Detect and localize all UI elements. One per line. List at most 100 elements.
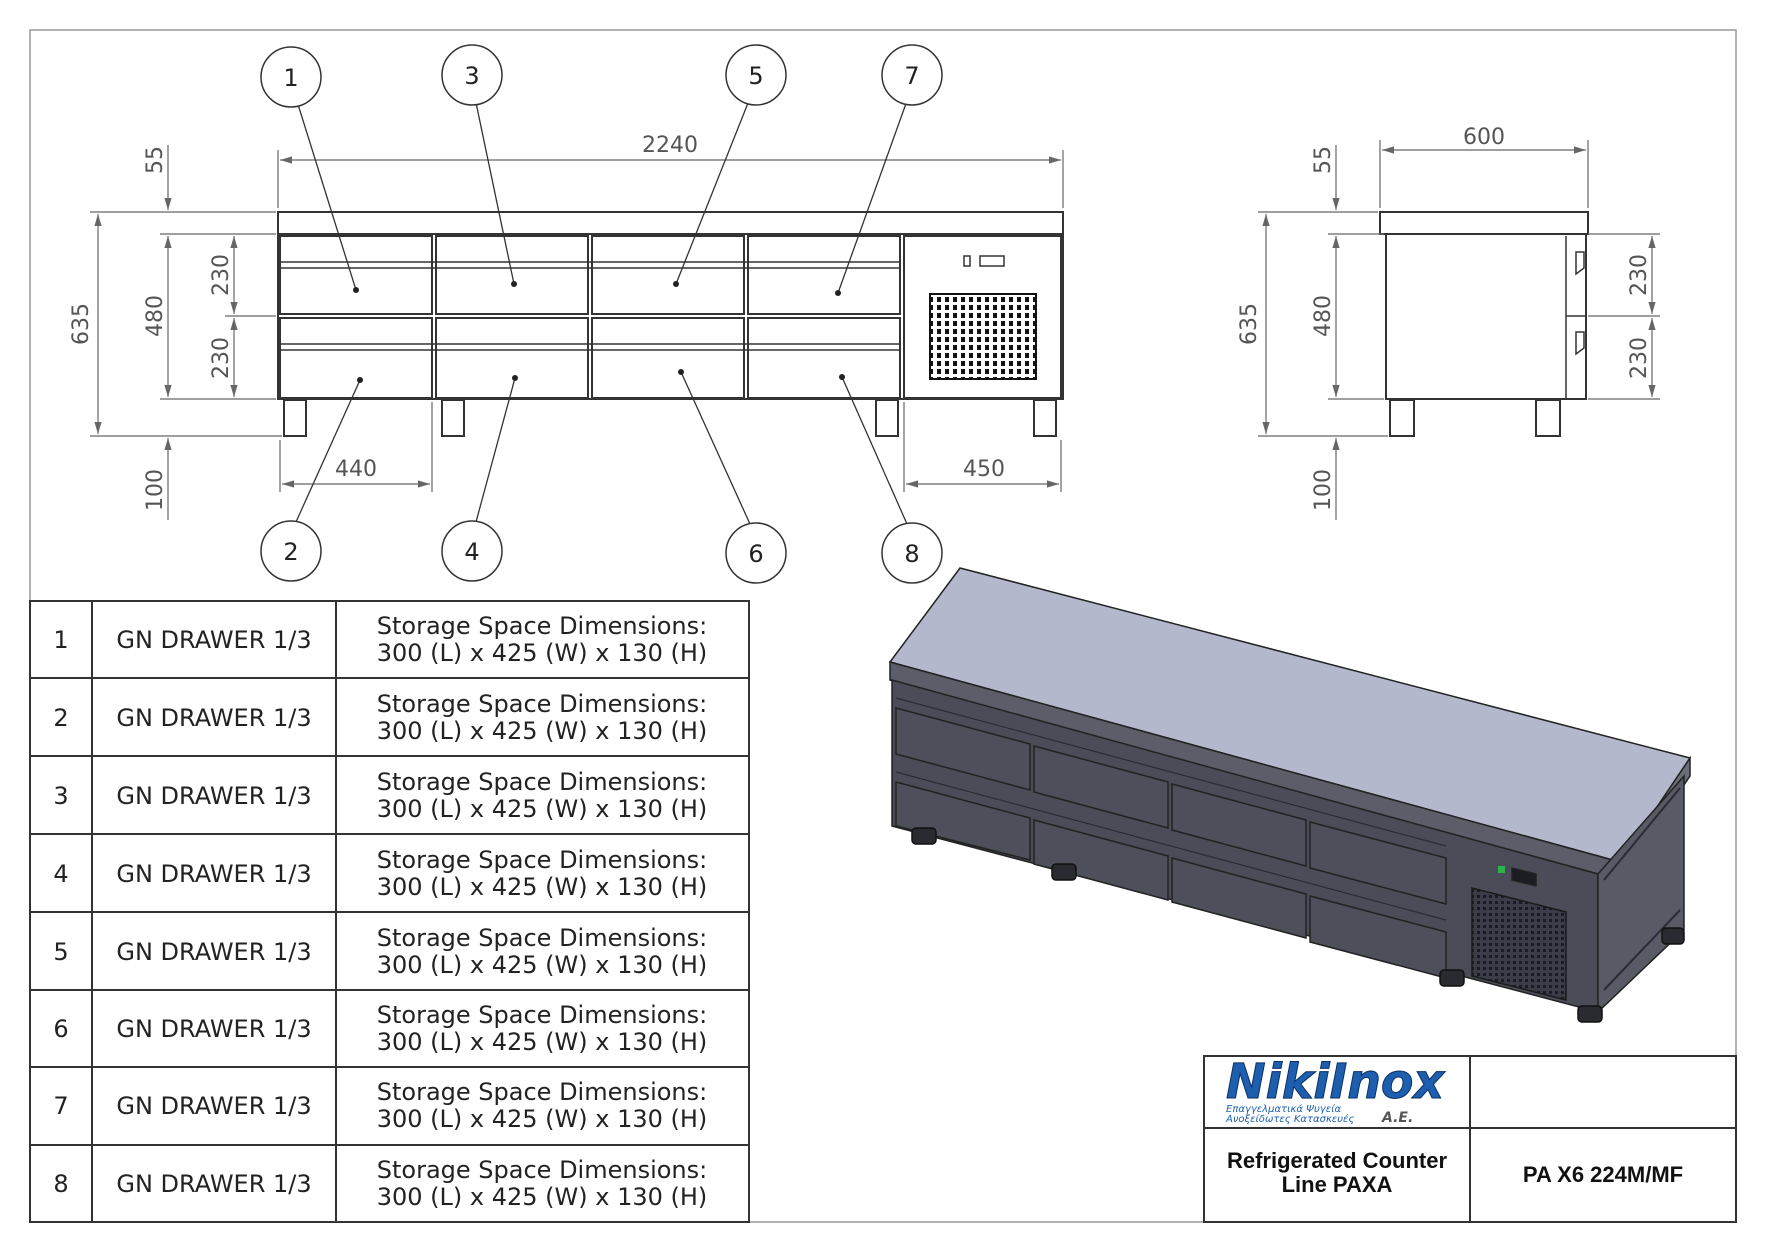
iso-drawers <box>895 707 1447 979</box>
drawer-3 <box>435 235 589 315</box>
dim-side-body-height: 480 <box>1311 295 1336 337</box>
table-row: 3 GN DRAWER 1/3 Storage Space Dimensions… <box>53 768 707 823</box>
table-row: 2 GN DRAWER 1/3 Storage Space Dimensions… <box>53 690 707 745</box>
front-dimension-labels: 2240 635 480 55 100 230 230 440 450 <box>69 133 1005 511</box>
dim-total-height: 635 <box>69 303 94 345</box>
part-desc-line2: 300 (L) x 425 (W) x 130 (H) <box>377 639 708 667</box>
part-desc-line1: Storage Space Dimensions: <box>377 846 707 874</box>
part-desc-line2: 300 (L) x 425 (W) x 130 (H) <box>377 795 708 823</box>
front-leg <box>283 399 307 437</box>
front-leg <box>875 399 899 437</box>
svg-text:8: 8 <box>904 540 919 568</box>
dim-side-leg-height: 100 <box>1311 469 1336 511</box>
product-title-line2: Line PAXA <box>1282 1172 1393 1197</box>
part-desc-line2: 300 (L) x 425 (W) x 130 (H) <box>377 951 708 979</box>
part-desc-line1: Storage Space Dimensions: <box>377 1078 707 1106</box>
balloon-1: 1 <box>260 46 322 108</box>
dim-overall-length: 2240 <box>642 133 698 158</box>
dim-drawer-lower: 230 <box>209 337 234 379</box>
part-name: GN DRAWER 1/3 <box>116 938 311 966</box>
drawer-5 <box>591 235 745 315</box>
balloon-3: 3 <box>441 44 503 106</box>
table-row: 6 GN DRAWER 1/3 Storage Space Dimensions… <box>53 1001 707 1056</box>
drawer-2 <box>279 317 433 399</box>
dim-side-total-height: 635 <box>1237 303 1262 345</box>
svg-text:4: 4 <box>464 538 479 566</box>
part-desc-line1: Storage Space Dimensions: <box>377 1156 707 1184</box>
row-number: 1 <box>53 626 68 654</box>
row-number: 3 <box>53 782 68 810</box>
svg-text:7: 7 <box>904 62 919 90</box>
balloon-6: 6 <box>725 522 787 584</box>
dim-side-drawer-lower: 230 <box>1627 337 1652 379</box>
part-desc-line1: Storage Space Dimensions: <box>377 1001 707 1029</box>
drawer-7 <box>747 235 901 315</box>
dim-top-thickness: 55 <box>143 146 168 174</box>
row-number: 4 <box>53 860 68 888</box>
front-leg <box>1033 399 1057 437</box>
row-number: 7 <box>53 1092 68 1120</box>
balloon-2: 2 <box>260 520 322 582</box>
product-title-line1: Refrigerated Counter <box>1227 1148 1447 1173</box>
logo-tagline-2: Ανοξείδωτες Κατασκευές <box>1225 1113 1354 1125</box>
part-desc-line2: 300 (L) x 425 (W) x 130 (H) <box>377 873 708 901</box>
row-number: 5 <box>53 938 68 966</box>
part-name: GN DRAWER 1/3 <box>116 1015 311 1043</box>
compressor-panel <box>903 235 1062 399</box>
company-logo: NikiInox Επαγγελματικά Ψυγεία Ανοξείδωτε… <box>1225 1054 1447 1127</box>
row-number: 6 <box>53 1015 68 1043</box>
front-view <box>277 211 1064 437</box>
part-desc-line1: Storage Space Dimensions: <box>377 612 707 640</box>
iso-control-display <box>1511 867 1537 887</box>
part-desc-line2: 300 (L) x 425 (W) x 130 (H) <box>377 1183 708 1211</box>
side-dimension-labels: 600 635 480 55 100 230 230 <box>1237 125 1652 511</box>
dim-side-drawer-upper: 230 <box>1627 254 1652 296</box>
balloon-dots <box>353 281 845 383</box>
balloons: 1 3 5 7 2 4 6 8 <box>260 44 943 584</box>
table-row: 5 GN DRAWER 1/3 Storage Space Dimensions… <box>53 924 707 979</box>
balloon-4: 4 <box>441 520 503 582</box>
dim-depth: 600 <box>1463 125 1505 150</box>
control-display <box>979 255 1005 267</box>
dim-leg-height: 100 <box>143 469 168 511</box>
part-desc-line2: 300 (L) x 425 (W) x 130 (H) <box>377 717 708 745</box>
side-leg <box>1535 399 1561 437</box>
logo-tagline-1: Επαγγελματικά Ψυγεία <box>1226 1103 1341 1115</box>
balloon-8: 8 <box>881 522 943 584</box>
dim-body-height: 480 <box>143 295 168 337</box>
svg-text:5: 5 <box>748 62 763 90</box>
drawer-1 <box>279 235 433 315</box>
row-number: 8 <box>53 1170 68 1198</box>
iso-control-led <box>1498 866 1505 873</box>
dim-drawer-width: 440 <box>335 457 377 482</box>
part-desc-line2: 300 (L) x 425 (W) x 130 (H) <box>377 1028 708 1056</box>
part-name: GN DRAWER 1/3 <box>116 782 311 810</box>
balloon-leaders <box>295 97 909 525</box>
side-handle-lower <box>1575 331 1585 356</box>
front-dimension-lines <box>90 145 1064 520</box>
side-handle-upper <box>1575 251 1585 276</box>
part-name: GN DRAWER 1/3 <box>116 1092 311 1120</box>
side-dimension-lines <box>1258 140 1660 520</box>
svg-text:6: 6 <box>748 540 763 568</box>
logo-suffix: A.E. <box>1381 1110 1413 1126</box>
dim-side-top-thickness: 55 <box>1311 146 1336 174</box>
part-name: GN DRAWER 1/3 <box>116 1170 311 1198</box>
part-desc-line2: 300 (L) x 425 (W) x 130 (H) <box>377 1105 708 1133</box>
logo-wordmark: NikiInox <box>1226 1054 1446 1110</box>
front-leg <box>441 399 465 437</box>
table-row: 7 GN DRAWER 1/3 Storage Space Dimensions… <box>53 1078 707 1133</box>
table-row: 4 GN DRAWER 1/3 Storage Space Dimensions… <box>53 846 707 901</box>
balloon-7: 7 <box>881 44 943 106</box>
isometric-view <box>888 567 1692 1023</box>
balloon-5: 5 <box>725 44 787 106</box>
table-row: 1 GN DRAWER 1/3 Storage Space Dimensions… <box>53 612 707 667</box>
part-name: GN DRAWER 1/3 <box>116 704 311 732</box>
side-body <box>1385 233 1587 400</box>
title-block: NikiInox Επαγγελματικά Ψυγεία Ανοξείδωτε… <box>1203 1054 1737 1223</box>
iso-vent-grille <box>1471 887 1567 1001</box>
dim-drawer-upper: 230 <box>209 254 234 296</box>
table-row: 8 GN DRAWER 1/3 Storage Space Dimensions… <box>53 1156 707 1211</box>
dim-unit-width: 450 <box>963 457 1005 482</box>
